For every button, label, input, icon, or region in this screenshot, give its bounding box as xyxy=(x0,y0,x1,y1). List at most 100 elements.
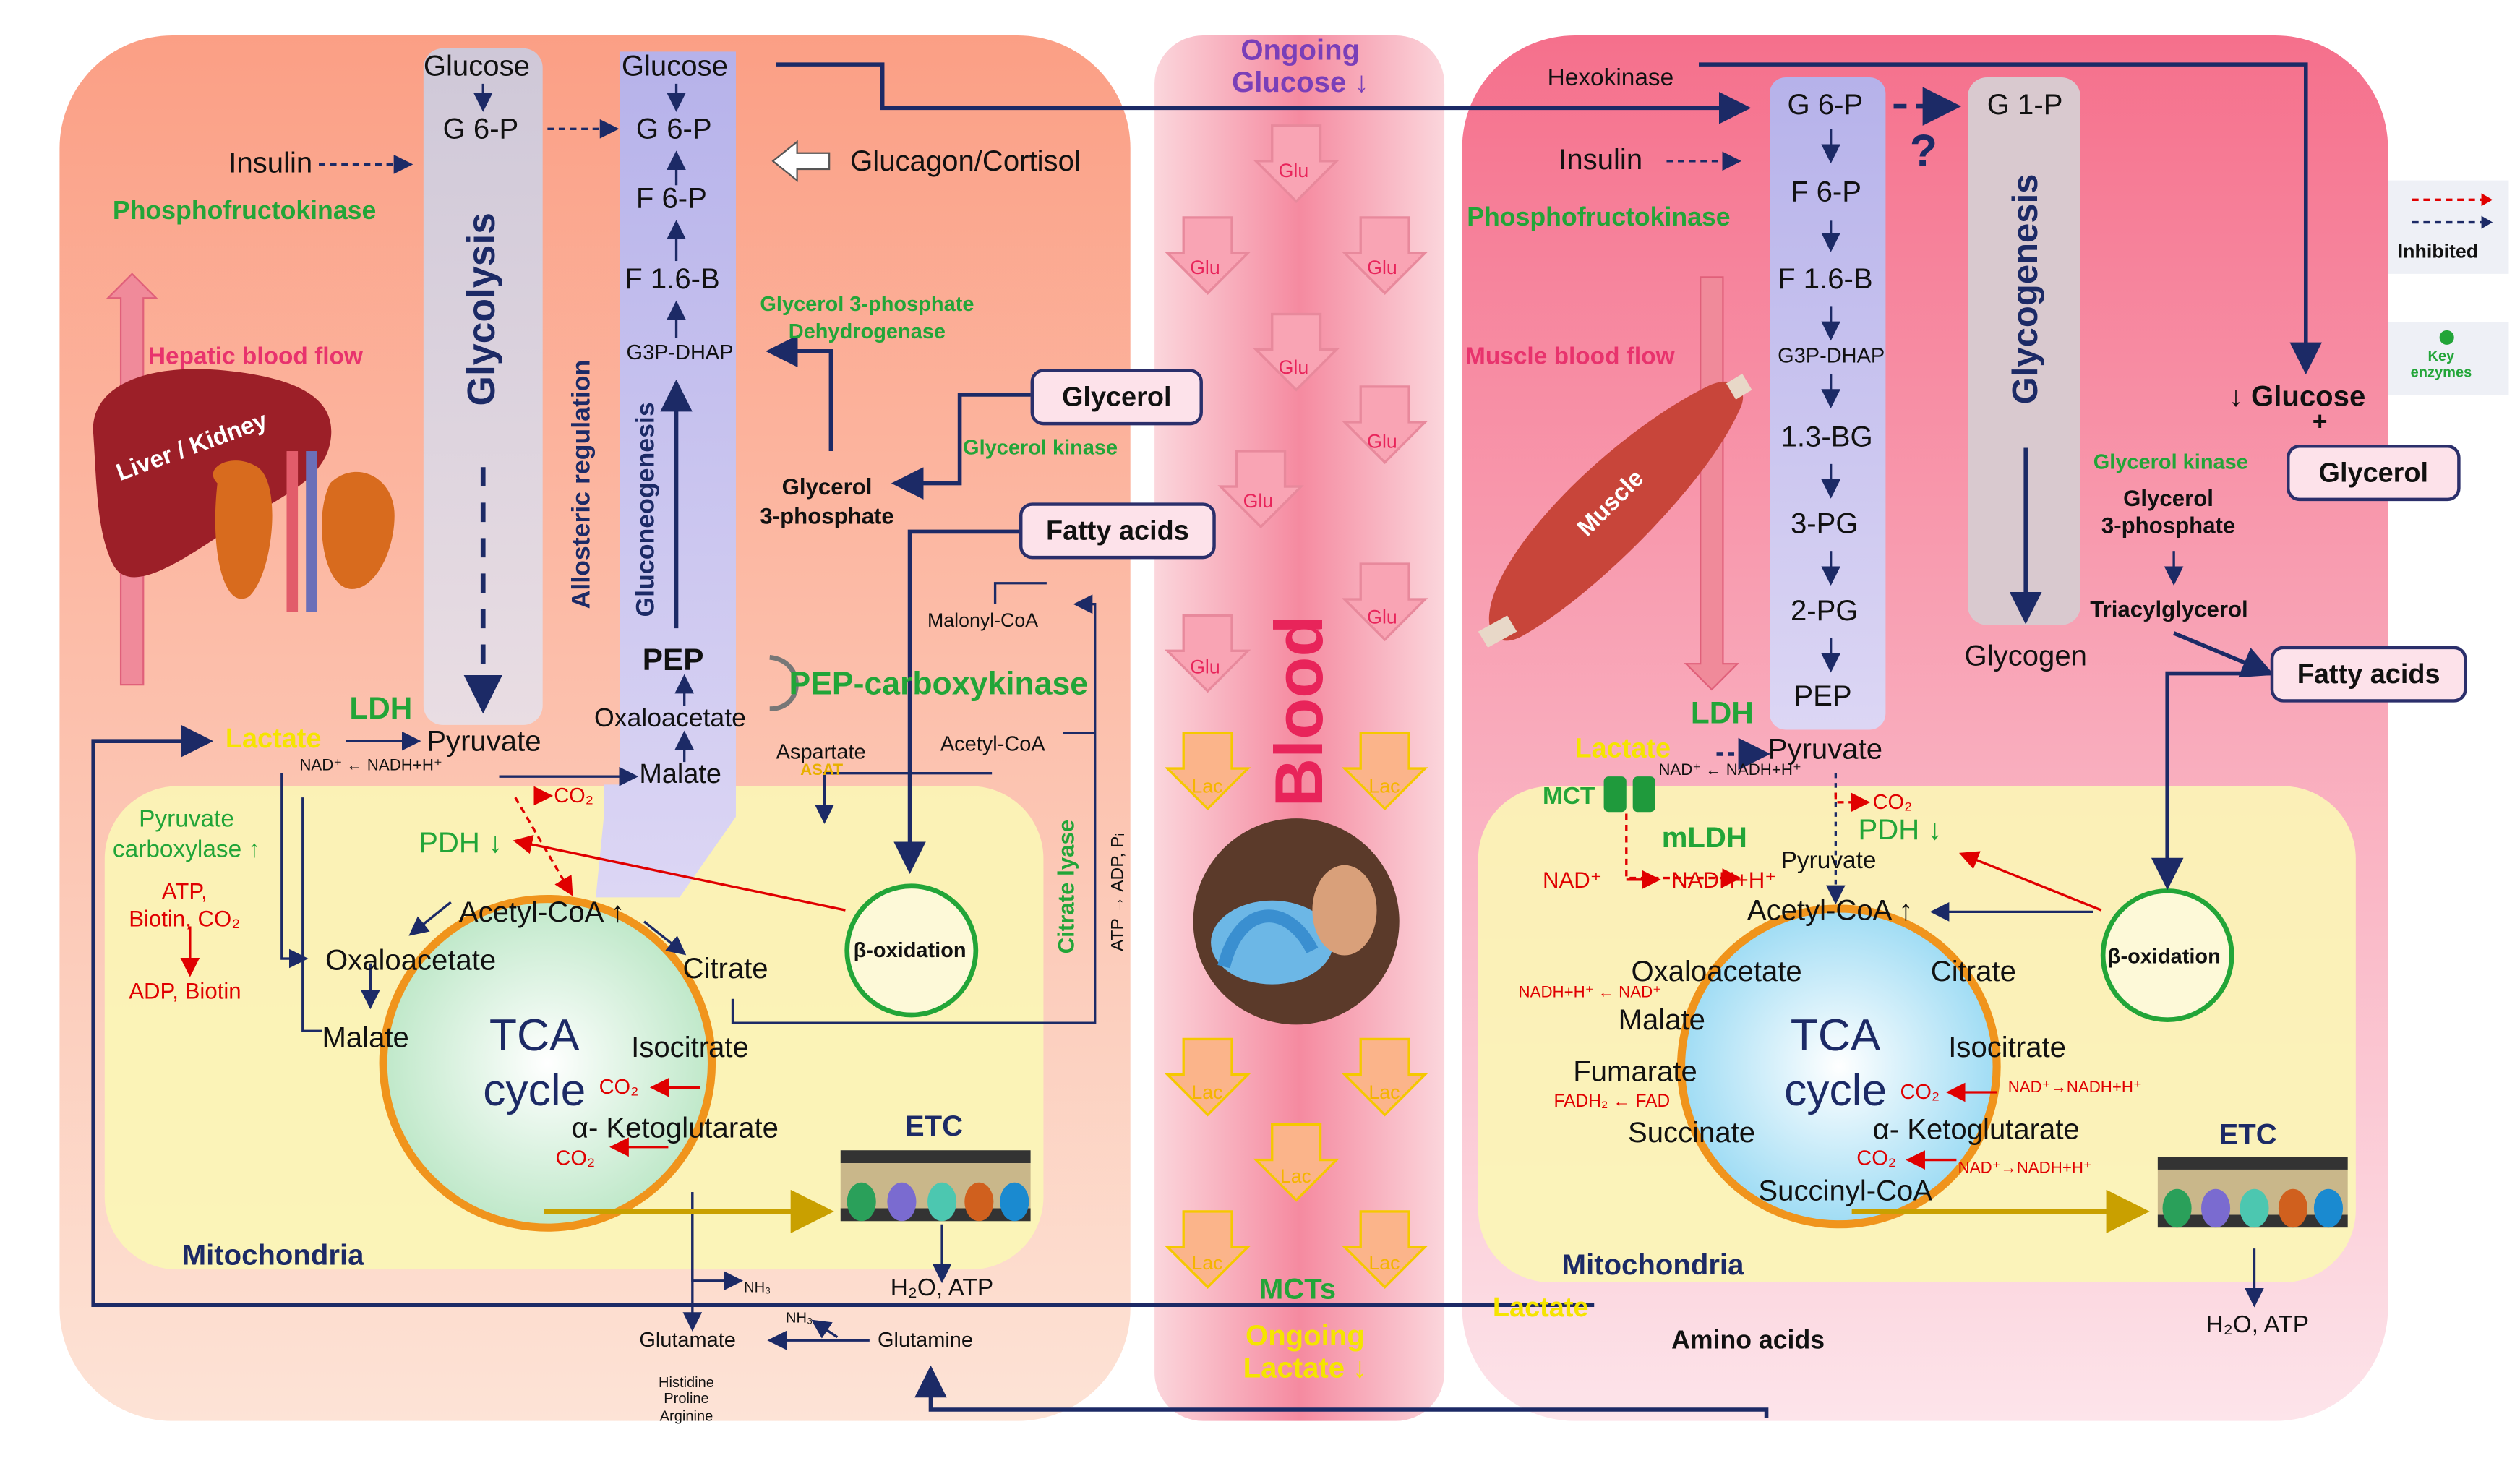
fatty-acids-box-liver: Fatty acids xyxy=(1019,502,1216,560)
glycerol-box-muscle: Glycerol xyxy=(2287,445,2461,502)
mitochondria-liver-label: Mitochondria xyxy=(181,1238,364,1272)
thin-arrows xyxy=(280,83,2264,1350)
g6p-glycolysis: G 6-P xyxy=(442,113,519,145)
bg-muscle: 1.3-BG xyxy=(1780,420,1873,453)
acetyl-coa-liver-mito: Acetyl-CoA ↑ xyxy=(458,896,625,928)
oxaloacetate-liver-mito: Oxaloacetate xyxy=(325,943,497,977)
citrate-liver: Citrate xyxy=(682,952,768,985)
glycolysis-title: Glycolysis xyxy=(460,213,505,406)
g6p-muscle: G 6-P xyxy=(1787,88,1864,121)
lactate-liver-label: Lactate xyxy=(225,723,322,754)
citrate-muscle: Citrate xyxy=(1930,955,2016,988)
pep-carboxykinase-label: PEP-carboxykinase xyxy=(789,666,1089,703)
lac-label-5: Lac xyxy=(1280,1165,1311,1188)
h2o-atp-muscle: H₂O, ATP xyxy=(2206,1311,2309,1339)
adp-biotin-label: ADP, Biotin xyxy=(129,977,241,1004)
ldh-muscle-label: LDH xyxy=(1690,697,1754,732)
insulin-label: Insulin xyxy=(228,146,313,179)
nad-muscle-label: NAD⁺ ← NADH+H⁺ xyxy=(1658,762,1801,780)
ongoing-lactate-label: Ongoing Lactate ↓ xyxy=(1243,1319,1368,1384)
mct-transporter-icon xyxy=(1603,776,1655,813)
co2-muscle-isocitrate: CO₂ xyxy=(1900,1079,1940,1104)
asat-label: ASAT xyxy=(800,762,844,780)
atp-adp-label: ATP → ADP, Pᵢ xyxy=(1108,833,1128,951)
insulin-muscle-label: Insulin xyxy=(1559,143,1643,176)
plus-sign: + xyxy=(2312,409,2328,437)
muscle-icon xyxy=(1478,374,1752,648)
liver-etc-membrane xyxy=(840,1150,1031,1222)
succinate-label: Succinate xyxy=(1628,1116,1756,1149)
glucose-muscle-label: ↓ Glucose xyxy=(2228,380,2366,413)
glutamine-label: Glutamine xyxy=(877,1327,973,1352)
f6p-label: F 6-P xyxy=(635,181,707,215)
lac-label-4: Lac xyxy=(1368,1081,1400,1104)
gluconeogenesis-column xyxy=(596,51,736,898)
glu-label-8: Glu xyxy=(1190,656,1220,679)
etc-liver-label: ETC xyxy=(904,1110,964,1143)
pyruvate-carboxylase-label: Pyruvate carboxylase ↑ xyxy=(112,805,261,863)
oxaloacetate-muscle: Oxaloacetate xyxy=(1631,955,1802,988)
beta-oxidation-muscle: β-oxidation xyxy=(2107,943,2221,969)
glucagon-cortisol-label: Glucagon/Cortisol xyxy=(850,145,1081,178)
blood-title: Blood xyxy=(1261,615,1337,807)
muscle-flow-arrow xyxy=(1684,276,1740,691)
malate-cytosol: Malate xyxy=(639,758,721,790)
nad-mito-label: NAD⁺ xyxy=(1542,866,1603,893)
pyruvate-muscle-mito: Pyruvate xyxy=(1780,847,1877,875)
mcts-label: MCTs xyxy=(1259,1272,1337,1306)
malonyl-coa-label: Malonyl-CoA xyxy=(927,609,1039,632)
lac-label-6: Lac xyxy=(1191,1251,1223,1274)
liver-kidney-icon xyxy=(93,369,395,612)
liver-beta-oxidation-circle xyxy=(844,883,979,1018)
malate-liver-mito: Malate xyxy=(322,1021,409,1054)
lactate-muscle-label: Lactate xyxy=(1574,733,1671,764)
glucose-glycolysis: Glucose xyxy=(423,50,530,82)
legend-arrows xyxy=(2412,193,2493,229)
legend-key-label: Key enzymes xyxy=(2410,348,2472,380)
red-arrows xyxy=(180,786,2102,1170)
pdh-liver-label: PDH ↓ xyxy=(419,826,503,859)
glu-label-2: Glu xyxy=(1190,256,1220,279)
g1p-muscle: G 1-P xyxy=(1987,88,2063,121)
nad-muscle-isocitrate: NAD⁺→NADH+H⁺ xyxy=(2007,1079,2142,1097)
lac-label-1: Lac xyxy=(1191,774,1223,798)
beta-oxidation-liver: β-oxidation xyxy=(853,938,967,962)
legend-inhibited-panel: Inhibited xyxy=(2388,180,2509,274)
glycogenesis-title: Glycogenesis xyxy=(2005,173,2045,405)
muscle-tca-circle xyxy=(1676,904,2001,1229)
nadh-nad-muscle: NADH+H⁺ ← NAD⁺ xyxy=(1518,984,1661,1003)
akg-liver: α- Ketoglutarate xyxy=(571,1111,779,1144)
glu-label-3: Glu xyxy=(1367,256,1397,279)
lac-label-2: Lac xyxy=(1368,774,1400,798)
succinyl-coa-label: Succinyl-CoA xyxy=(1758,1174,1933,1207)
acetyl-coa-muscle: Acetyl-CoA ↑ xyxy=(1747,893,1913,927)
glycerol-kinase-liver: Glycerol kinase xyxy=(963,434,1118,460)
pepck-arc xyxy=(769,654,799,711)
fumarate-label: Fumarate xyxy=(1573,1055,1697,1088)
amino-acid-list: Histidine Proline Arginine xyxy=(659,1373,714,1424)
glutamate-label: Glutamate xyxy=(639,1327,736,1352)
question-mark: ? xyxy=(1909,125,1937,176)
h2o-atp-liver: H₂O, ATP xyxy=(890,1274,994,1302)
allosteric-regulation-label: Allosteric regulation xyxy=(568,359,596,609)
pyruvate-liver-label: Pyruvate xyxy=(427,724,541,758)
aspartate-label: Aspartate xyxy=(776,739,866,764)
glycerol-kinase-muscle: Glycerol kinase xyxy=(2093,449,2248,474)
tca-cycle-muscle-label: TCA cycle xyxy=(1784,1010,1887,1115)
atp-biotin-label: ATP, Biotin, CO₂ xyxy=(129,878,241,931)
lac-label-3: Lac xyxy=(1191,1081,1223,1104)
pyruvate-muscle-label: Pyruvate xyxy=(1767,733,1883,766)
glu-label-7: Glu xyxy=(1367,605,1397,629)
citrate-lyase-label: Citrate lyase xyxy=(1053,819,1079,954)
pathway-arrows xyxy=(91,62,2323,1418)
f16b-muscle: F 1.6-B xyxy=(1778,262,1873,295)
glycerol-box-liver: Glycerol xyxy=(1030,369,1203,426)
muscle-beta-oxidation-circle xyxy=(2100,888,2234,1023)
nh3-liver-a: NH₃ xyxy=(744,1279,771,1295)
nad-muscle-akg: NAD⁺→NADH+H⁺ xyxy=(1958,1159,2092,1178)
akg-muscle: α- Ketoglutarate xyxy=(1872,1113,2080,1146)
acetyl-coa-cytosol: Acetyl-CoA xyxy=(940,731,1045,756)
ongoing-glucose-label: Ongoing Glucose ↓ xyxy=(1232,33,1369,98)
nadh-mito-label: NADH+H⁺ xyxy=(1671,866,1777,893)
co2-liver-pdh: CO₂ xyxy=(554,783,593,807)
